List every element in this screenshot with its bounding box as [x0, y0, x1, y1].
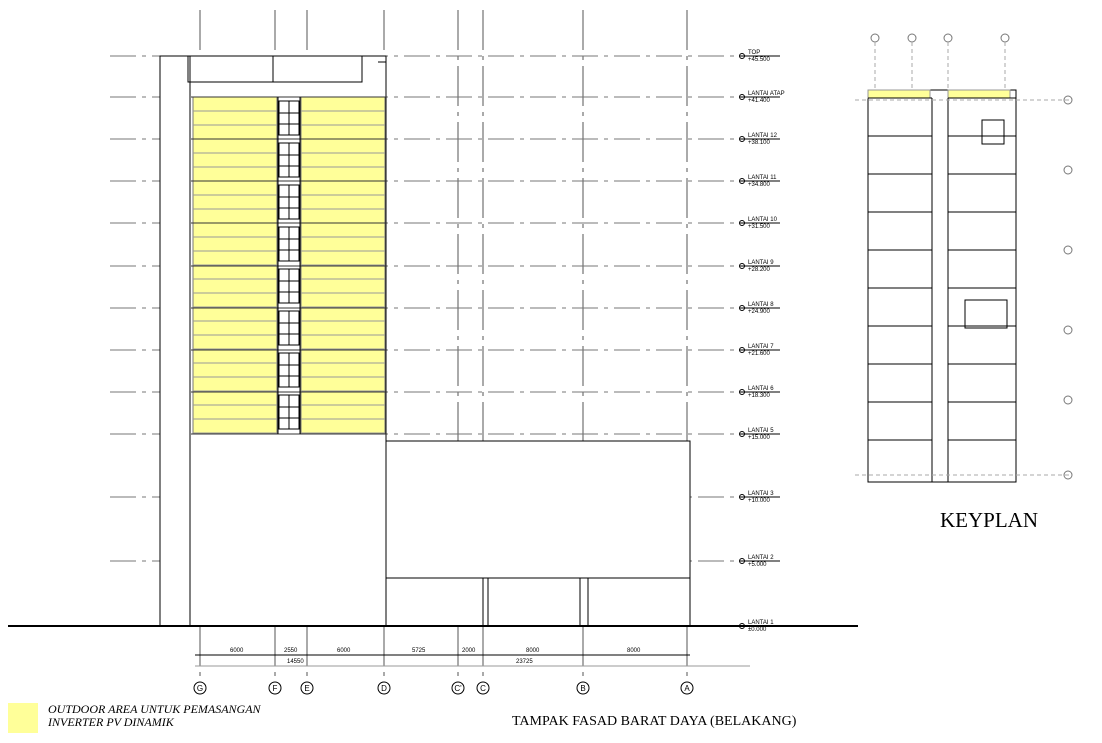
keyplan-grid-bubble — [870, 33, 880, 43]
keyplan-grid-bubble — [1063, 95, 1073, 105]
grid-bubble — [193, 681, 207, 695]
legend-line-2: INVERTER PV DINAMIK — [48, 715, 174, 729]
dimension-label: 2550 — [284, 648, 298, 654]
level-marker-icon — [739, 558, 745, 564]
dimension-label: 8000 — [627, 648, 641, 654]
keyplan-grid-bubble — [1063, 395, 1073, 405]
roof-parapet — [187, 55, 363, 83]
grid-bubble — [576, 681, 590, 695]
level-marker-icon — [739, 431, 745, 437]
keyplan-grid-bubble — [1063, 165, 1073, 175]
level-elevation: +34.800 — [748, 182, 771, 188]
level-marker-icon — [739, 305, 745, 311]
level-name: LANTAI 5 — [748, 428, 774, 434]
level-name: LANTAI 3 — [748, 491, 774, 497]
level-name: LANTAI 12 — [748, 133, 778, 139]
grid-bubble — [451, 681, 465, 695]
dimension-label: 5725 — [412, 648, 426, 654]
grid-label: A — [684, 684, 690, 693]
level-marker-icon — [739, 220, 745, 226]
level-marker-icon — [739, 347, 745, 353]
keyplan-pv-strip — [867, 89, 931, 99]
grid-label: F — [273, 684, 278, 693]
dimension-total: 23725 — [516, 659, 533, 665]
level-elevation: +38.100 — [748, 140, 771, 146]
keyplan-grid-bubble — [943, 33, 953, 43]
grid-label: C — [480, 684, 486, 693]
level-elevation: +31.500 — [748, 224, 771, 230]
dimension-total: 14550 — [287, 659, 304, 665]
level-marker-icon — [739, 94, 745, 100]
keyplan-outline — [867, 89, 1017, 483]
level-marker-icon — [739, 178, 745, 184]
keyplan-grid-bubble — [907, 33, 917, 43]
level-name: LANTAI 7 — [748, 344, 774, 350]
level-elevation: +45.500 — [748, 57, 771, 63]
legend-line-1: OUTDOOR AREA UNTUK PEMASANGAN — [48, 702, 261, 716]
grid-label: G — [197, 684, 203, 693]
level-elevation: +28.200 — [748, 267, 771, 273]
dimension-label: 6000 — [337, 648, 351, 654]
grid-bubble — [268, 681, 282, 695]
level-marker-icon — [739, 389, 745, 395]
level-name: LANTAI 10 — [748, 217, 778, 223]
level-elevation: +15.000 — [748, 435, 771, 441]
level-elevation: +5.000 — [748, 562, 767, 568]
podium-outline — [385, 440, 691, 627]
keyplan-core — [981, 119, 1005, 145]
grid-label: E — [304, 684, 309, 693]
keyplan-core — [964, 299, 1008, 329]
level-name: LANTAI 1 — [748, 620, 774, 626]
level-name: LANTAI ATAP — [748, 91, 785, 97]
keyplan-grid-bubble — [1063, 325, 1073, 335]
level-marker-icon — [739, 136, 745, 142]
level-name: LANTAI 11 — [748, 175, 777, 181]
level-name: LANTAI 2 — [748, 555, 774, 561]
grid-bubble — [300, 681, 314, 695]
level-elevation: +18.300 — [748, 393, 771, 399]
grid-bubble — [476, 681, 490, 695]
level-elevation: +24.900 — [748, 309, 771, 315]
level-marker-icon — [739, 494, 745, 500]
level-name: TOP — [748, 50, 760, 56]
keyplan-title: KEYPLAN — [940, 508, 1038, 532]
legend-text: OUTDOOR AREA UNTUK PEMASANGAN INVERTER P… — [48, 703, 261, 729]
level-elevation: +21.600 — [748, 351, 771, 357]
level-name: LANTAI 8 — [748, 302, 774, 308]
keyplan-grid-bubble — [1063, 470, 1073, 480]
grid-label: D — [381, 684, 387, 693]
keyplan-pv-strip — [947, 89, 1011, 99]
grid-bubble — [377, 681, 391, 695]
grid-bubble — [680, 681, 694, 695]
keyplan-grid-bubble — [1000, 33, 1010, 43]
dimension-label: 2000 — [462, 648, 476, 654]
dimension-label: 6000 — [230, 648, 244, 654]
level-marker-icon — [739, 263, 745, 269]
level-name: LANTAI 9 — [748, 260, 774, 266]
level-name: LANTAI 6 — [748, 386, 774, 392]
grid-label: C' — [454, 684, 462, 693]
level-elevation: +10.000 — [748, 498, 771, 504]
legend-swatch — [8, 703, 38, 733]
keyplan-grid-bubble — [1063, 245, 1073, 255]
level-elevation: ±0.000 — [748, 627, 767, 633]
drawing-title: TAMPAK FASAD BARAT DAYA (BELAKANG) — [512, 714, 797, 729]
level-elevation: +41.400 — [748, 98, 771, 104]
grid-label: B — [580, 684, 585, 693]
dimension-label: 8000 — [526, 648, 540, 654]
level-marker-icon — [739, 53, 745, 59]
